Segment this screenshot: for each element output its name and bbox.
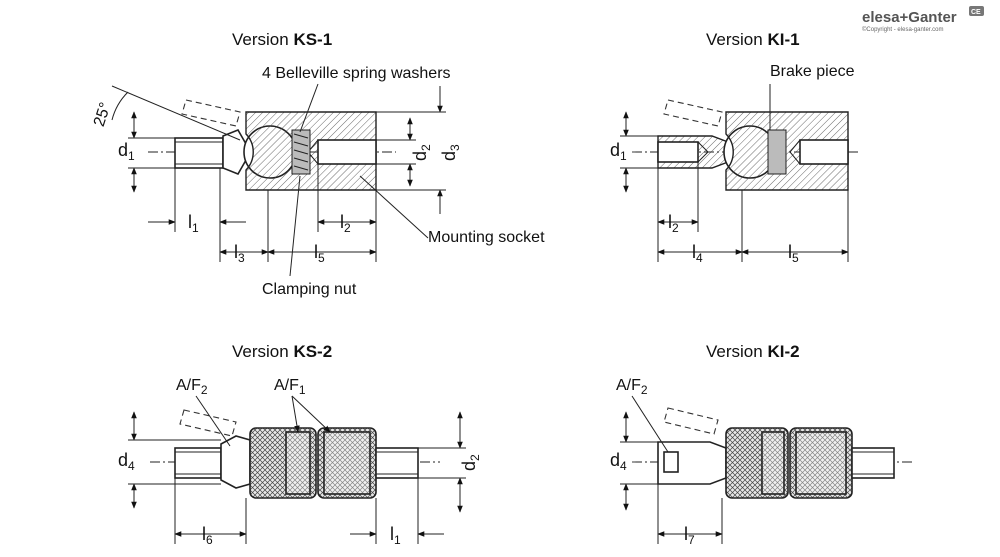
view-ks2: Version KS-2 d4 d2 l6 l1 (118, 342, 482, 547)
callout-af1-ks2: A/F1 (274, 377, 306, 397)
dim-ki1-l4: l4 (692, 242, 703, 265)
brand-copyright: ©Copyright - elesa-ganter.com (862, 26, 943, 33)
view-title-ks2: Version KS-2 (232, 342, 332, 361)
callout-brake-piece: Brake piece (770, 63, 855, 80)
view-ki2: Version KI-2 d4 l7 A/F2 (610, 342, 912, 547)
view-title-ki1: Version KI-1 (706, 30, 800, 49)
brand-name: elesa+Ganter (862, 9, 957, 26)
angle-label: 25° (91, 100, 115, 128)
callout-clamping-nut: Clamping nut (262, 281, 357, 298)
callout-af2-ki2: A/F2 (616, 377, 648, 397)
dim-d1: d1 (118, 140, 135, 163)
view-title-ks1: Version KS-1 (232, 30, 332, 49)
callout-af2-ks2: A/F2 (176, 377, 208, 397)
dim-ks2-d4: d4 (118, 450, 135, 473)
view-ki1: Version KI-1 d1 l2 l4 l5 Brake piece (610, 30, 860, 265)
callout-belleville: 4 Belleville spring washers (262, 65, 451, 82)
dim-l5: l5 (314, 242, 325, 265)
dim-ki2-d4: d4 (610, 450, 627, 473)
view-ks1: Version KS-1 25° d1 d2 (91, 30, 545, 298)
dim-l1: l1 (188, 212, 199, 235)
dim-ki2-l7: l7 (684, 524, 695, 547)
dim-l3: l3 (234, 242, 245, 265)
dim-ki1-d1: d1 (610, 140, 627, 163)
dim-ki1-l2: l2 (668, 212, 679, 235)
dim-d2: d2 (410, 144, 433, 161)
brand-badge: CE (971, 9, 981, 16)
view-title-ki2: Version KI-2 (706, 342, 800, 361)
dim-ks2-l6: l6 (202, 524, 213, 547)
dim-l2: l2 (340, 212, 351, 235)
dim-ks2-l1: l1 (390, 524, 401, 547)
dim-ks2-d2: d2 (459, 454, 482, 471)
brand-logo: elesa+Ganter CE ©Copyright - elesa-gante… (862, 6, 984, 33)
callout-mounting-socket: Mounting socket (428, 229, 545, 246)
dim-ki1-l5: l5 (788, 242, 799, 265)
dim-d3: d3 (439, 144, 462, 161)
